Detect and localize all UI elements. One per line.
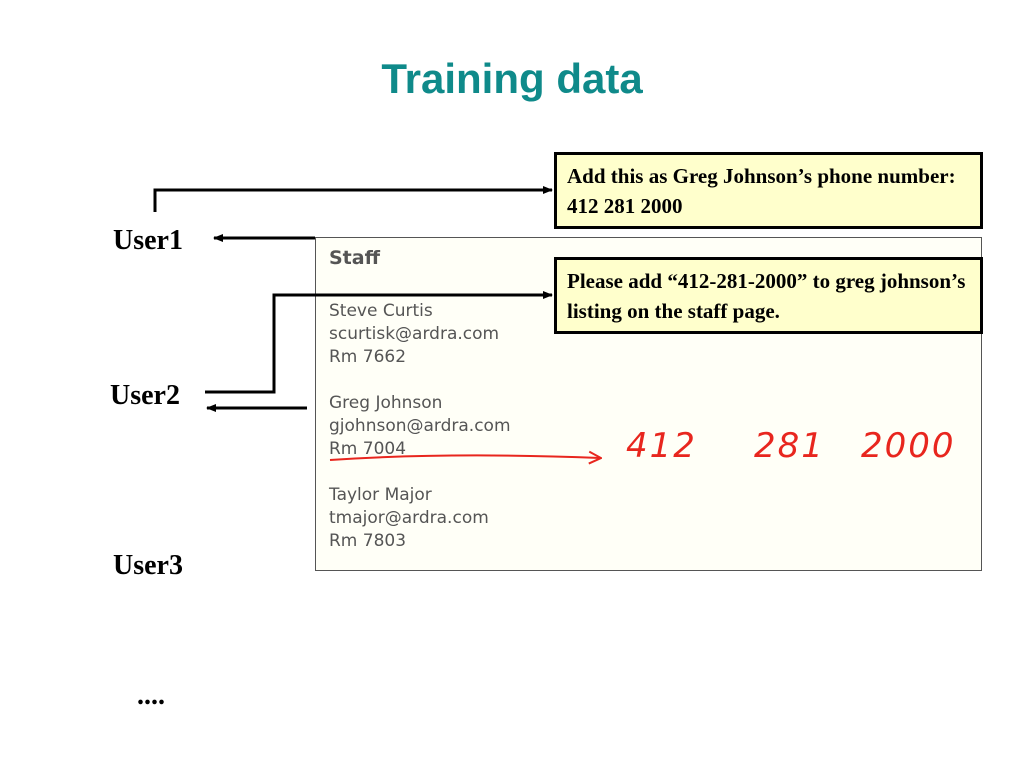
- staff-heading: Staff: [329, 247, 380, 269]
- staff-email: tmajor@ardra.com: [329, 508, 489, 528]
- user1-label: User1: [113, 225, 183, 256]
- staff-name: Greg Johnson: [329, 393, 443, 413]
- user2-label: User2: [110, 380, 180, 411]
- staff-email: gjohnson@ardra.com: [329, 416, 511, 436]
- staff-name: Steve Curtis: [329, 301, 433, 321]
- staff-entry-taylor-major: Taylor Major tmajor@ardra.com Rm 7803: [329, 484, 489, 553]
- staff-entry-steve-curtis: Steve Curtis scurtisk@ardra.com Rm 7662: [329, 300, 499, 369]
- staff-room: Rm 7004: [329, 439, 407, 459]
- staff-email: scurtisk@ardra.com: [329, 324, 500, 344]
- staff-name: Taylor Major: [329, 485, 432, 505]
- staff-entry-greg-johnson: Greg Johnson gjohnson@ardra.com Rm 7004: [329, 392, 511, 461]
- slide-title: Training data: [381, 55, 643, 102]
- staff-room: Rm 7662: [329, 347, 407, 367]
- user1-to-callout-arrow: [153, 186, 553, 212]
- user1-callout: Add this as Greg Johnson’s phone number:…: [554, 152, 983, 229]
- staff-room: Rm 7803: [329, 531, 407, 551]
- user2-callout: Please add “412-281-2000” to greg johnso…: [554, 257, 983, 334]
- handwritten-281: 281: [754, 426, 825, 466]
- more-users-ellipsis: ....: [137, 680, 165, 711]
- handwritten-412: 412: [626, 426, 697, 466]
- handwritten-2000: 2000: [861, 426, 956, 466]
- user3-label: User3: [113, 550, 183, 581]
